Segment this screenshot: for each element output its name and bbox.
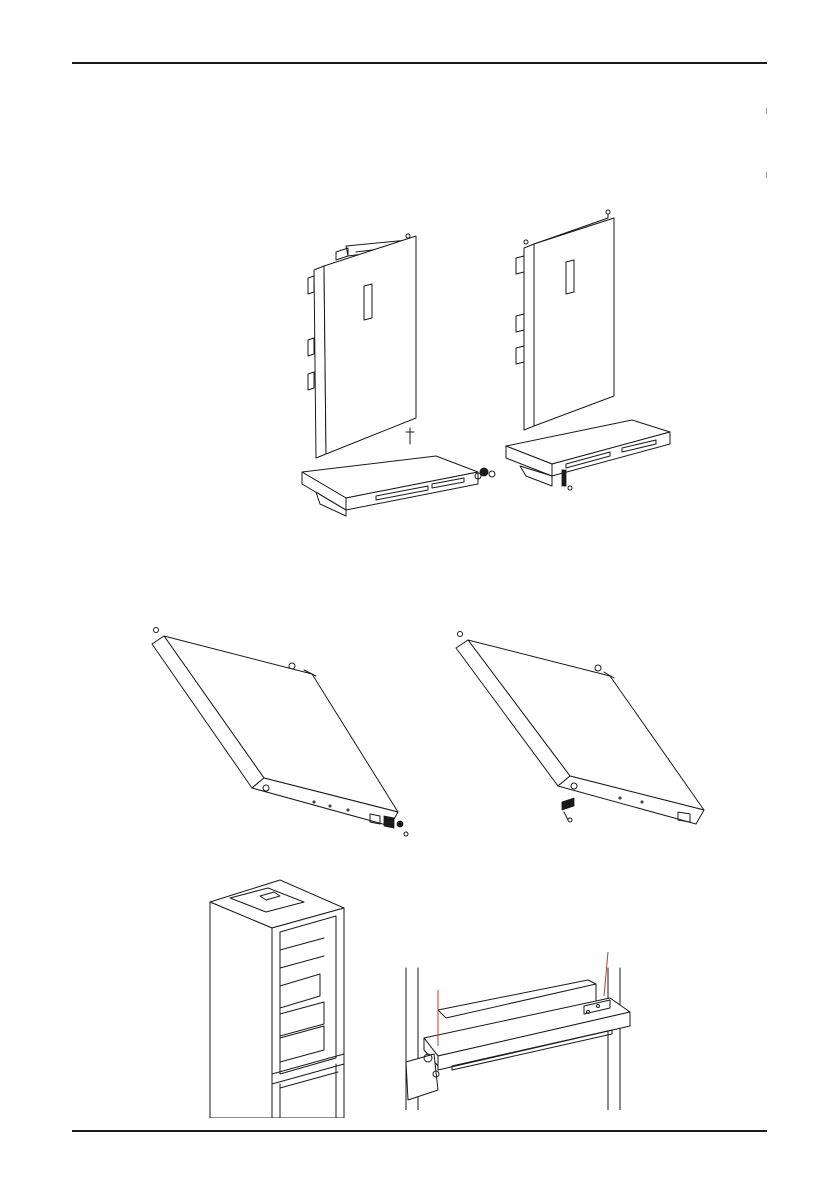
door-with-bottom-hinge-illustration [504, 208, 676, 492]
cabinet-hinge-closeup-illustration [398, 950, 642, 1110]
footer-rule [72, 1130, 767, 1132]
lower-door-hinge-moved-illustration [450, 626, 720, 826]
figure-lower-door-right [450, 626, 720, 826]
lower-door-hinge-illustration [144, 622, 414, 844]
figure-fridge-open [208, 878, 350, 1118]
figure-cabinet-closeup [398, 950, 642, 1110]
fridge-open-illustration [208, 878, 350, 1118]
door-with-top-hinge-illustration [296, 222, 501, 518]
margin-mark [766, 172, 767, 178]
figure-door-bottom-hinge [504, 208, 676, 492]
figure-door-top-hinge [296, 222, 501, 518]
header-rule [72, 62, 767, 64]
figure-lower-door-left [144, 622, 414, 844]
margin-mark [766, 108, 767, 114]
